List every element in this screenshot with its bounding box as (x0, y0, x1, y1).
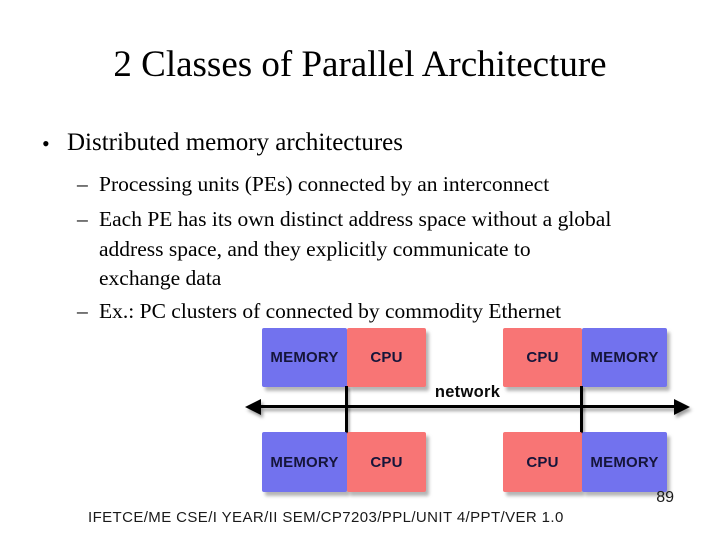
bullet-dot-marker: • (42, 131, 50, 156)
subbullet-line-1: Each PE has its own distinct address spa… (99, 207, 612, 231)
dash-marker: – (77, 299, 88, 323)
dash-marker: – (77, 207, 88, 231)
subbullet-address-space: – Each PE has its own distinct address s… (77, 205, 611, 294)
subbullet-text-multiline: Each PE has its own distinct address spa… (99, 205, 611, 294)
memory-block-bottom-right: MEMORY (582, 432, 667, 492)
bullet-distributed-memory: • Distributed memory architectures (42, 129, 403, 159)
arrowhead-left-icon (245, 398, 261, 415)
subbullet-processing-units: – Processing units (PEs) connected by an… (77, 170, 549, 200)
subbullet-line-2: address space, and they explicitly commu… (99, 236, 531, 261)
cpu-block-top-right: CPU (503, 328, 582, 387)
subbullet-pc-clusters: – Ex.: PC clusters of connected by commo… (77, 297, 561, 327)
slide-title: 2 Classes of Parallel Architecture (113, 44, 607, 85)
arrowhead-right-icon (674, 398, 690, 415)
cpu-block-bottom-left: CPU (347, 432, 426, 492)
subbullet-text: Ex.: PC clusters of connected by commodi… (99, 299, 562, 323)
memory-block-top-right: MEMORY (582, 328, 667, 387)
bullet-text: Distributed memory architectures (67, 129, 403, 156)
bus-connector-right (580, 386, 583, 434)
cpu-block-bottom-right: CPU (503, 432, 582, 492)
network-arrow-icon (245, 398, 690, 415)
memory-block-top-left: MEMORY (262, 328, 347, 387)
memory-block-bottom-left: MEMORY (262, 432, 347, 492)
network-label: network (434, 383, 501, 401)
page-number: 89 (656, 489, 674, 506)
subbullet-text: Processing units (PEs) connected by an i… (99, 172, 550, 196)
subbullet-line-3: exchange data (99, 266, 222, 290)
distributed-memory-diagram: MEMORY CPU CPU MEMORY network MEMORY CPU… (245, 322, 690, 500)
cpu-block-top-left: CPU (347, 328, 426, 387)
network-bus-line (257, 405, 677, 408)
dash-marker: – (77, 172, 88, 196)
bus-connector-left (345, 386, 348, 434)
footer-course-info: IFETCE/ME CSE/I YEAR/II SEM/CP7203/PPL/U… (88, 509, 564, 526)
